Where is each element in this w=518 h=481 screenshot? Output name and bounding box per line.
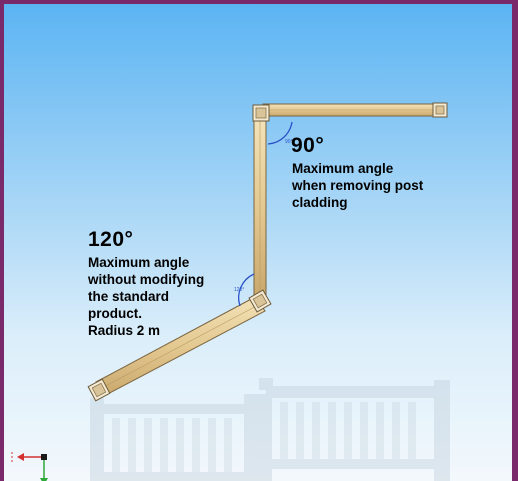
post-middle-corner[interactable] bbox=[248, 289, 272, 313]
scene-drawing: 90° 120° bbox=[11, 102, 450, 481]
post-top-right[interactable] bbox=[432, 102, 448, 118]
upper-angle-value: 90° bbox=[291, 134, 325, 157]
angle-arc-120-label: 120° bbox=[234, 287, 244, 293]
lower-angle-value: 120° bbox=[88, 228, 134, 251]
axes-gizmo bbox=[11, 452, 48, 481]
angle-arc-90-label: 90° bbox=[285, 139, 293, 145]
post-bottom-left[interactable] bbox=[87, 378, 111, 402]
background-railing bbox=[90, 378, 450, 481]
rail-vertical[interactable] bbox=[253, 119, 267, 299]
angle-arc-120: 120° bbox=[234, 273, 255, 307]
rail-top[interactable] bbox=[262, 103, 444, 117]
lower-angle-description: Maximum angle without modifying the stan… bbox=[88, 255, 205, 338]
upper-angle-description: Maximum angle when removing post claddin… bbox=[292, 161, 424, 210]
post-top-corner[interactable] bbox=[252, 104, 270, 122]
angle-arc-90: 90° bbox=[267, 121, 293, 145]
